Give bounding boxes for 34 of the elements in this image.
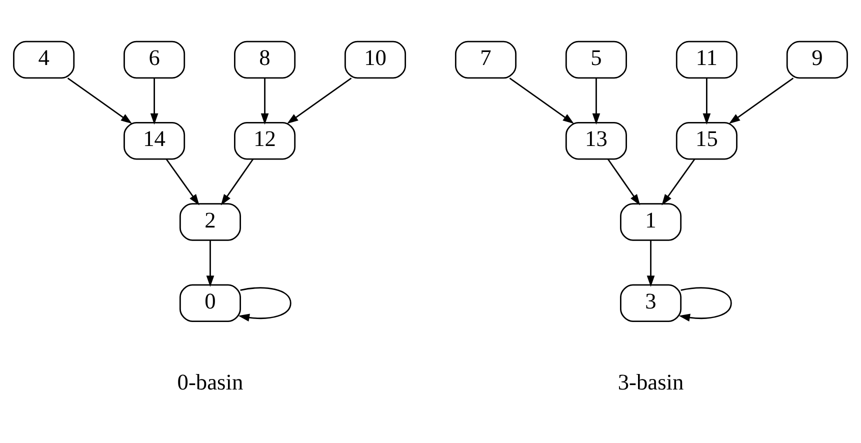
arrow xyxy=(166,158,200,205)
arrow xyxy=(286,77,352,124)
node-box: 12 xyxy=(234,122,296,160)
arrow xyxy=(646,240,655,286)
node-box: 3 xyxy=(620,284,682,322)
arrow xyxy=(260,78,269,124)
node-box: 6 xyxy=(124,40,186,78)
node-box: 13 xyxy=(565,122,627,160)
arrow xyxy=(238,286,292,321)
node-box: 5 xyxy=(565,40,627,78)
node-box: 9 xyxy=(786,40,848,78)
label: 3-basin xyxy=(618,369,684,394)
arrow xyxy=(702,78,711,124)
node-box: 2 xyxy=(179,202,241,240)
label: 0-basin xyxy=(177,369,244,394)
node-box: 7 xyxy=(454,40,516,78)
arrow xyxy=(728,77,794,124)
arrow xyxy=(607,158,640,205)
node-box: 15 xyxy=(676,122,738,160)
arrow xyxy=(592,78,600,124)
arrow xyxy=(67,77,132,124)
node-box: 4 xyxy=(13,40,75,78)
arrow xyxy=(509,77,574,124)
arrow xyxy=(678,286,732,321)
node-box: 1 xyxy=(620,202,682,240)
arrow xyxy=(206,240,214,286)
node-box: 8 xyxy=(234,40,296,78)
arrow xyxy=(220,158,254,205)
node-box: 11 xyxy=(676,40,738,78)
arrow xyxy=(150,78,158,124)
node-box: 10 xyxy=(344,40,406,78)
arrow xyxy=(662,158,696,205)
node-box: 0 xyxy=(179,284,241,322)
node-box: 14 xyxy=(124,122,186,160)
